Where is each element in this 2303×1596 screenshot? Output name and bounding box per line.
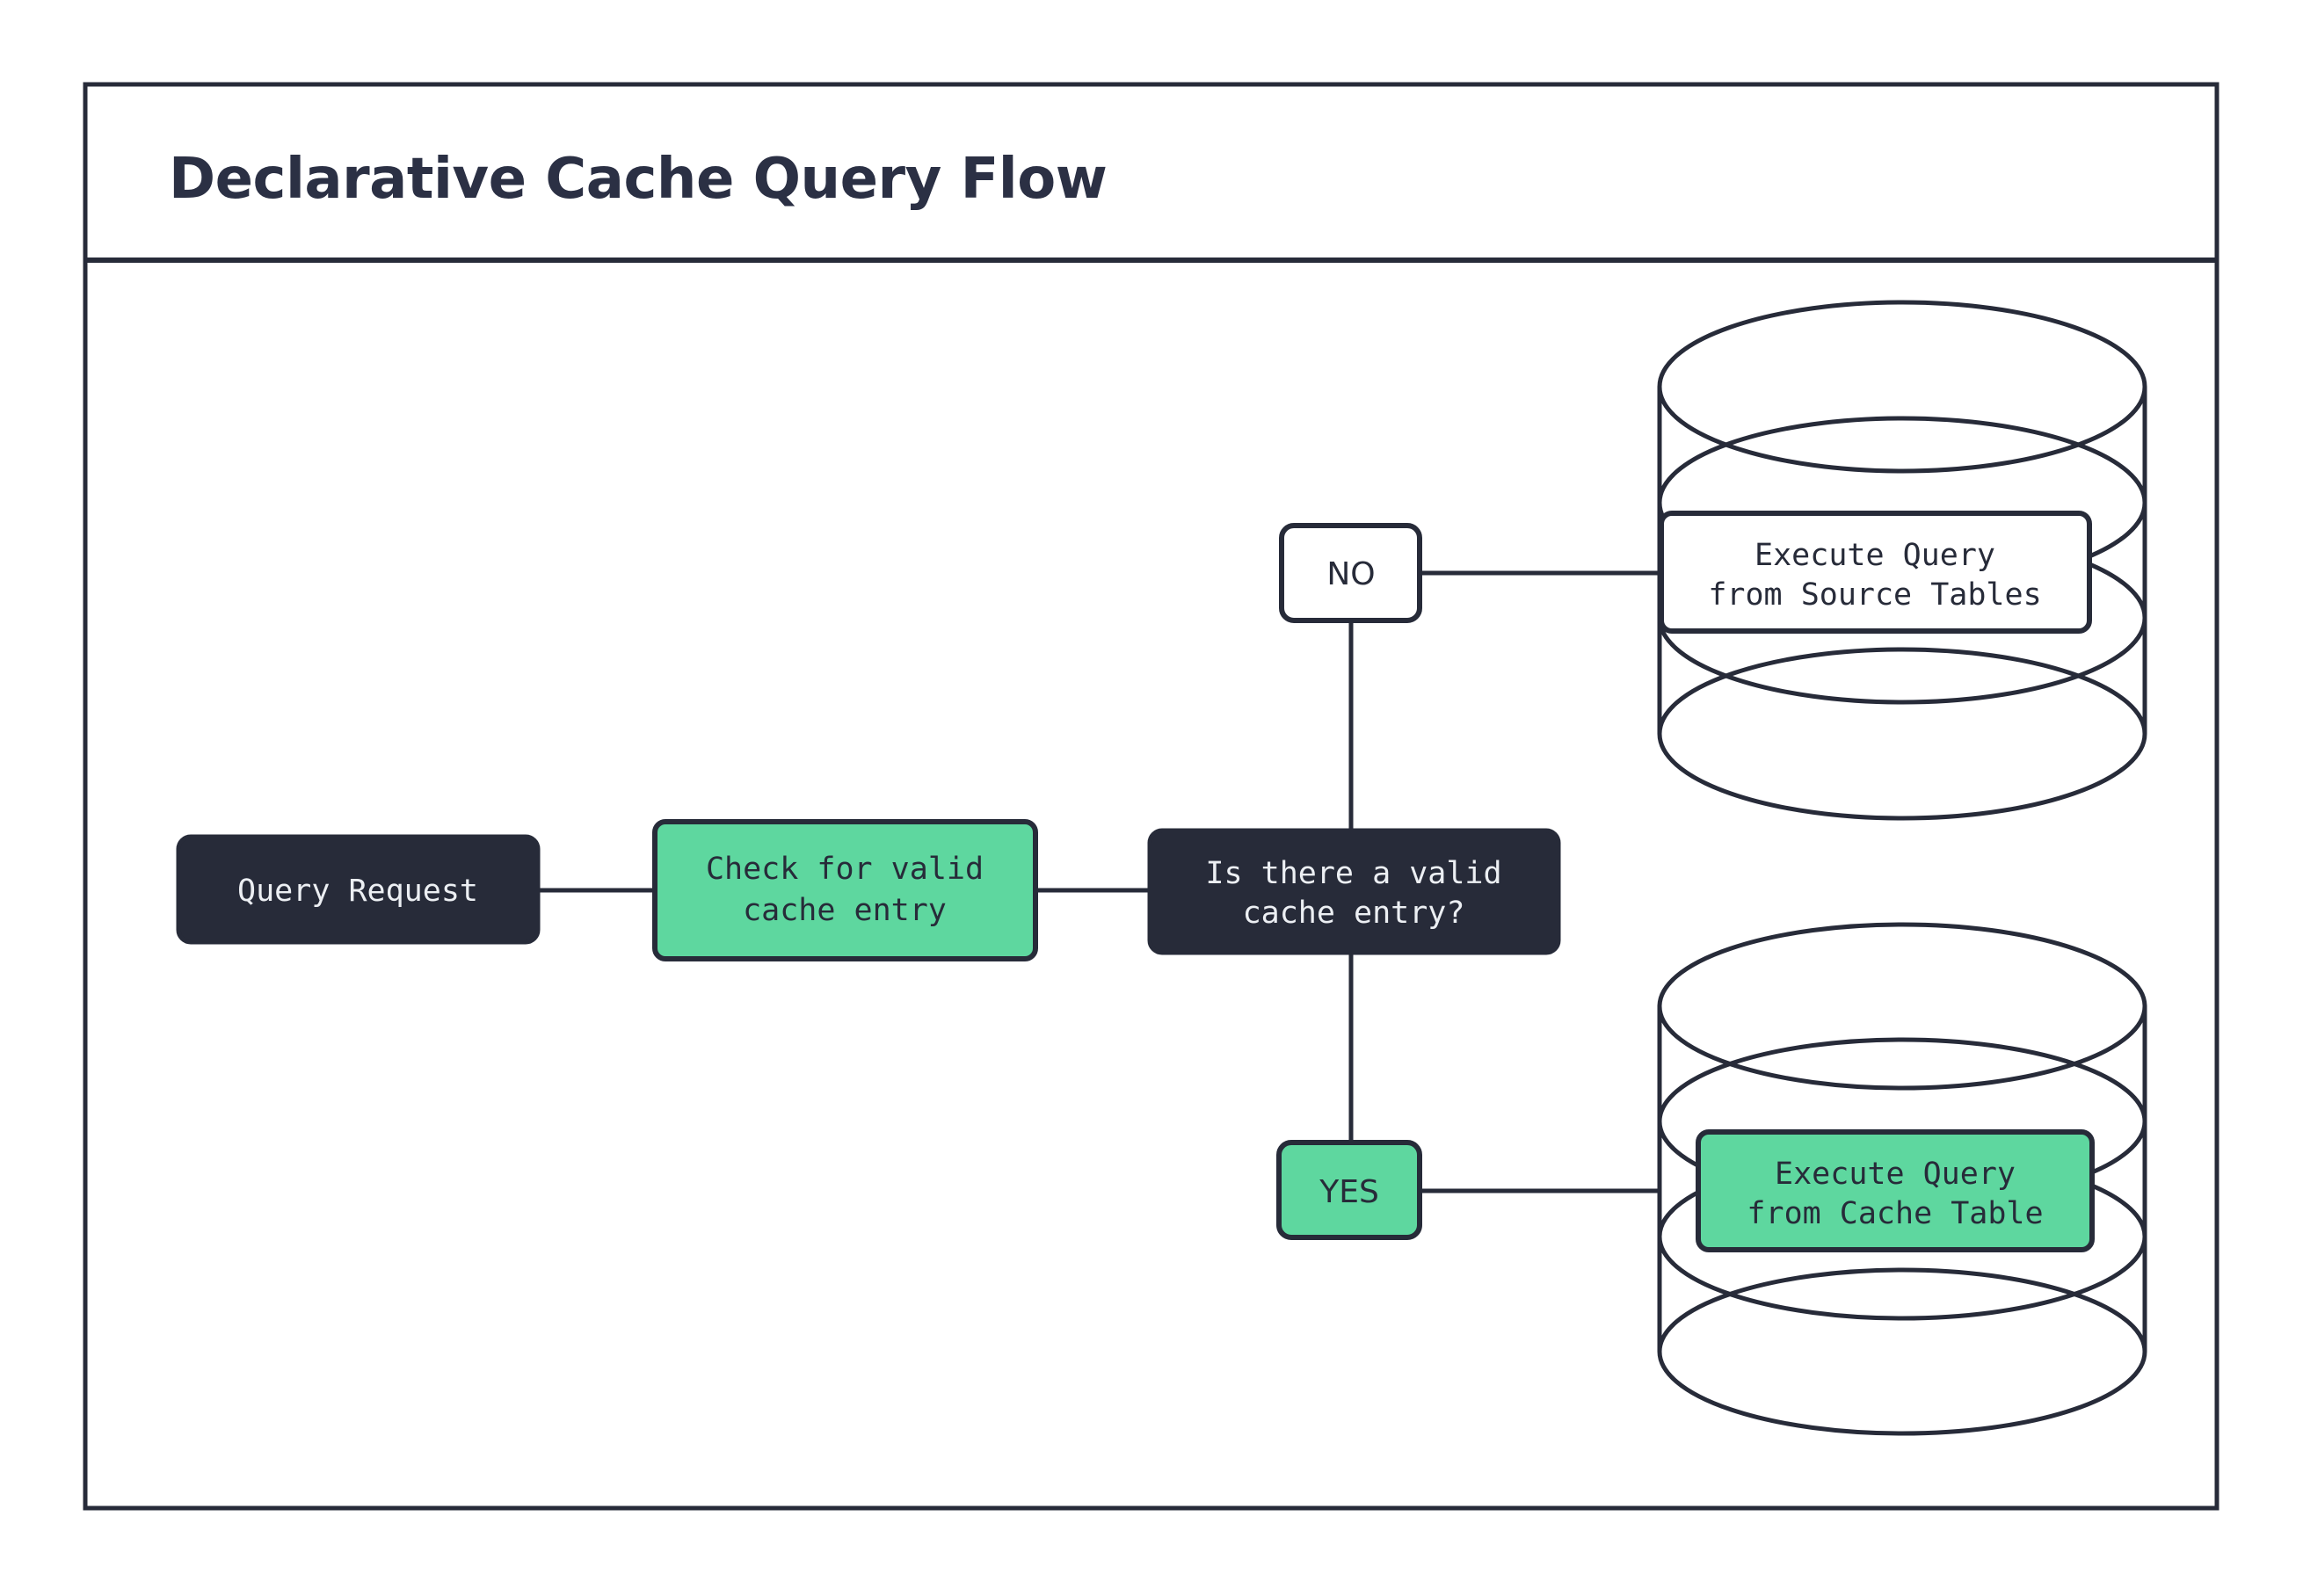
branch-label-no[interactable]: NO xyxy=(1279,523,1422,623)
cache-db-label-card: Execute Query from Cache Table xyxy=(1696,1129,2095,1252)
source-db-label-card: Execute Query from Source Tables xyxy=(1659,511,2092,634)
page-title: Declarative Cache Query Flow xyxy=(169,147,1107,212)
source-db-label-box xyxy=(1659,511,2092,634)
source-db-disk-1 xyxy=(1657,300,2147,474)
cache-db-label-box xyxy=(1696,1129,2095,1252)
yes-branch-label: YES xyxy=(1319,1174,1379,1210)
check-cache-box[interactable] xyxy=(652,819,1038,961)
check-cache-label-line2: cache entry xyxy=(743,893,947,928)
cache-db-label-line2: from Cache Table xyxy=(1747,1196,2043,1231)
decision-label-line1: Is there a valid xyxy=(1205,856,1501,891)
source-db-label-line2: from Source Tables xyxy=(1708,577,2041,613)
no-branch-box[interactable] xyxy=(1279,523,1422,623)
branch-label-yes[interactable]: YES xyxy=(1276,1140,1422,1240)
check-cache-label-line1: Check for valid xyxy=(706,852,984,887)
node-query-request[interactable]: Query Request xyxy=(176,834,541,945)
source-db-label-line1: Execute Query xyxy=(1754,538,1995,573)
no-branch-label: NO xyxy=(1326,556,1375,592)
cache-db-disk-1 xyxy=(1657,922,2147,1091)
decision-box[interactable] xyxy=(1147,828,1561,955)
cache-db-disk-4 xyxy=(1657,1267,2147,1436)
query-request-box[interactable] xyxy=(176,834,541,945)
yes-branch-box[interactable] xyxy=(1276,1140,1422,1240)
diagram-frame xyxy=(83,82,2219,1511)
query-request-label: Query Request xyxy=(237,874,478,909)
cache-db-label-line1: Execute Query xyxy=(1775,1157,2016,1192)
node-check-cache[interactable]: Check for valid cache entry xyxy=(652,819,1038,961)
node-decision-valid-cache[interactable]: Is there a valid cache entry? xyxy=(1147,828,1561,955)
source-db-disk-4 xyxy=(1657,647,2147,821)
decision-label-line2: cache entry? xyxy=(1243,896,1465,931)
